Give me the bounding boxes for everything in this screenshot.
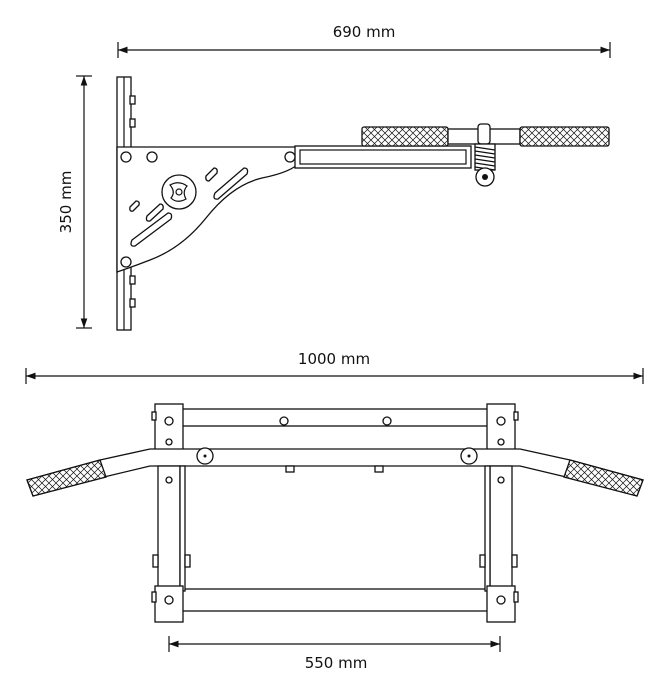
dimension-mount-width: 550 mm: [168, 636, 501, 672]
bracket-holes: [120, 151, 296, 268]
bottom-crossbar: [157, 588, 514, 612]
dimension-height: 350 mm: [57, 75, 92, 329]
bracket-slots: [129, 167, 249, 247]
side-grip-left: [361, 126, 449, 147]
bracket-gusset: [116, 146, 302, 273]
dimension-top-width-label: 690 mm: [333, 23, 396, 41]
front-view: [26, 403, 644, 623]
arm-tube: [294, 145, 472, 169]
dimension-total-width-label: 1000 mm: [298, 350, 370, 368]
side-view: [116, 76, 610, 331]
spring-icon: [474, 143, 496, 171]
wall-plate-bolts: [129, 95, 136, 308]
side-grip-right: [519, 126, 610, 147]
dimension-total-width: 1000 mm: [25, 350, 644, 384]
logo-emblem-icon: [161, 174, 197, 210]
front-grip-left: [26, 459, 107, 497]
dimension-mount-width-label: 550 mm: [305, 654, 368, 672]
main-handle-bar: [26, 448, 644, 497]
side-handle-pivot: [477, 123, 491, 145]
right-post: [489, 465, 513, 592]
dimension-height-label: 350 mm: [57, 171, 75, 234]
front-grip-right: [563, 459, 644, 497]
dimension-top-width: 690 mm: [117, 23, 611, 58]
top-crossbar: [157, 408, 514, 427]
left-post: [157, 465, 181, 592]
